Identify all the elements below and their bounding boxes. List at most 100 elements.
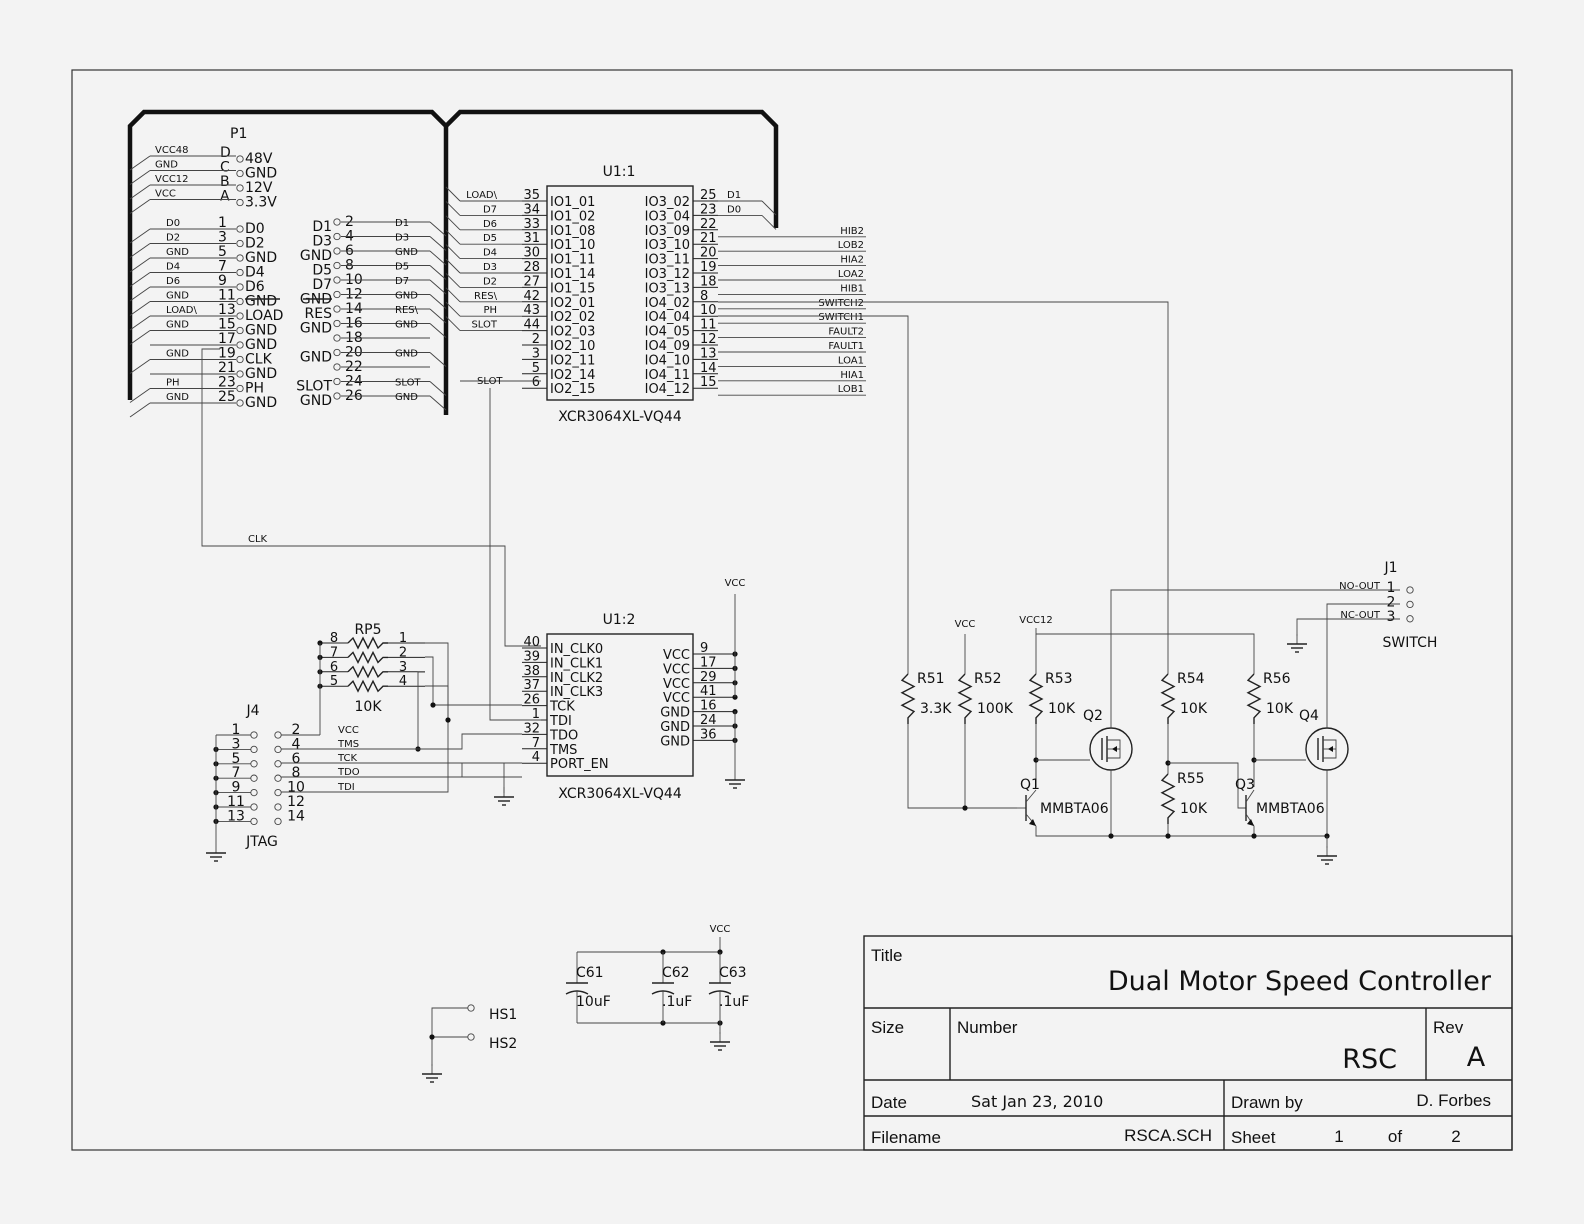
j1-pin-number: 3: [1387, 609, 1396, 625]
u1-1-pin-number: 18: [700, 274, 717, 289]
u1-2-pin-number: 36: [700, 727, 717, 742]
u1-1-net-label: HIB2: [840, 226, 864, 237]
u1-1-net-label: D5: [483, 233, 497, 244]
u1-1-net-label: D7: [483, 204, 497, 215]
bus-entry: [429, 265, 447, 280]
p1-pin: [333, 276, 341, 284]
j4-pin: [250, 817, 258, 826]
p1-pin-label: PH: [245, 381, 264, 397]
rp5-pin-number: 4: [399, 674, 407, 689]
emitter-arrow: [1247, 819, 1254, 826]
bus-entry: [445, 301, 461, 317]
u1-2-pin-name: TMS: [549, 743, 577, 758]
j4-pin-number: 7: [232, 765, 241, 781]
u1-1-pin-name: IO1_11: [550, 253, 595, 268]
bus-entry: [445, 215, 461, 231]
of-label: of: [1388, 1127, 1402, 1146]
slot-net-label: SLOT: [477, 376, 503, 387]
transistor-part: MMBTA06: [1040, 801, 1109, 817]
vcc12-net-label: VCC12: [1019, 615, 1053, 626]
u1-2-pin-name: IN_CLK1: [550, 656, 603, 671]
title-block: Title Dual Motor Speed Controller Size N…: [863, 935, 1513, 1151]
transistor-ref: Q2: [1083, 708, 1103, 724]
rp5-pin-number: 5: [330, 674, 338, 689]
u1-1-pin-number: 31: [523, 231, 540, 246]
p1-pin: [333, 334, 341, 342]
tms-wire: [418, 733, 522, 750]
u1-1-net-label: D1: [727, 190, 741, 201]
u1-1-net-label: D4: [483, 248, 497, 259]
j1-gnd-symbol: [1287, 634, 1307, 653]
junction-dot: [1108, 833, 1114, 839]
size-label: Size: [871, 1018, 904, 1037]
u1-1-net-label: HIA2: [840, 255, 864, 266]
u1-2-pin-name: GND: [660, 720, 690, 735]
nc-out-wire: [1296, 618, 1400, 636]
u1-1-pin-number: 19: [700, 260, 717, 275]
u1-2-pin-number: 17: [700, 655, 717, 670]
bus-entry: [129, 155, 151, 171]
transistor-q1: [1017, 789, 1037, 827]
p1-power-pin-label: 12V: [245, 180, 273, 196]
bus-entry: [445, 273, 461, 288]
rp5-pin-number: 8: [330, 631, 338, 646]
u1-1-pin-name: IO4_12: [645, 382, 690, 397]
p1-pin: [236, 268, 244, 277]
vcc12-rail: [1035, 628, 1255, 674]
p1-pin: [333, 377, 341, 386]
u1-1-net-label: LOB1: [838, 384, 864, 395]
p1-pin: [236, 283, 244, 291]
j4-gnd-symbol: [206, 843, 226, 862]
p1-pin-label: GND: [300, 350, 332, 366]
bus-entry: [129, 228, 151, 244]
clk-net: CLK: [201, 348, 541, 647]
p1-net-label: PH: [166, 378, 180, 389]
bus-entry: [129, 402, 151, 418]
bus-entry: [429, 221, 447, 237]
resistor-zigzag: [1028, 673, 1044, 724]
bus-entry: [445, 186, 461, 202]
rp5-resistor: [347, 665, 388, 679]
u1-1-pin-number: 43: [523, 303, 540, 318]
u1-1-pin-name: IO1_10: [550, 238, 595, 253]
j4-pin: [274, 745, 282, 754]
bus-entry: [429, 323, 447, 338]
junction-dot: [445, 717, 451, 723]
no-out-wire: [1110, 589, 1400, 728]
u1-2-pin-number: 38: [523, 664, 540, 679]
u1-2-pin-name: PORT_EN: [550, 757, 609, 772]
j4-pin: [250, 745, 258, 754]
u1-2-pin-number: 29: [700, 670, 717, 685]
p1-net-label: D6: [166, 276, 180, 287]
u1-1-net-label: FAULT2: [828, 327, 864, 338]
u1-2-part: XCR3064XL-VQ44: [558, 786, 682, 802]
jtag-net-label: TDI: [337, 782, 355, 793]
p1-pin-label: GND: [245, 250, 277, 266]
resistor-r55: [1160, 773, 1176, 824]
j1-net-label: NC-OUT: [1340, 610, 1381, 621]
bus-entry: [445, 201, 461, 216]
transistor-part: MMBTA06: [1256, 801, 1325, 817]
u1-2-pin-number: 16: [700, 699, 717, 714]
u1-1-pin-name: IO3_12: [645, 267, 690, 282]
jtag-net-label: TMS: [337, 739, 359, 750]
vcc-net-label: VCC: [955, 619, 976, 630]
junction-dot: [962, 805, 968, 811]
u1-2-pin-number: 24: [700, 713, 717, 728]
j4-pin: [274, 760, 282, 768]
p1-net-label: D4: [166, 262, 180, 273]
q3-base-wire: [1168, 762, 1246, 809]
p1-power-pin-label: 3.3V: [245, 195, 277, 211]
p1-pin: [333, 247, 341, 255]
j4-pin: [250, 803, 258, 811]
p1-net-label: RES\: [395, 305, 419, 316]
bus-entry: [761, 200, 777, 216]
j1-pin-number: 1: [1387, 580, 1396, 596]
u1-1-net-label: HIB1: [840, 283, 864, 294]
p1-pin: [236, 312, 244, 320]
p1-pin: [333, 392, 341, 400]
jtag-net-label: VCC: [338, 725, 359, 736]
p1-net-label: GND: [395, 392, 418, 403]
resistor-r53: [1028, 673, 1044, 724]
